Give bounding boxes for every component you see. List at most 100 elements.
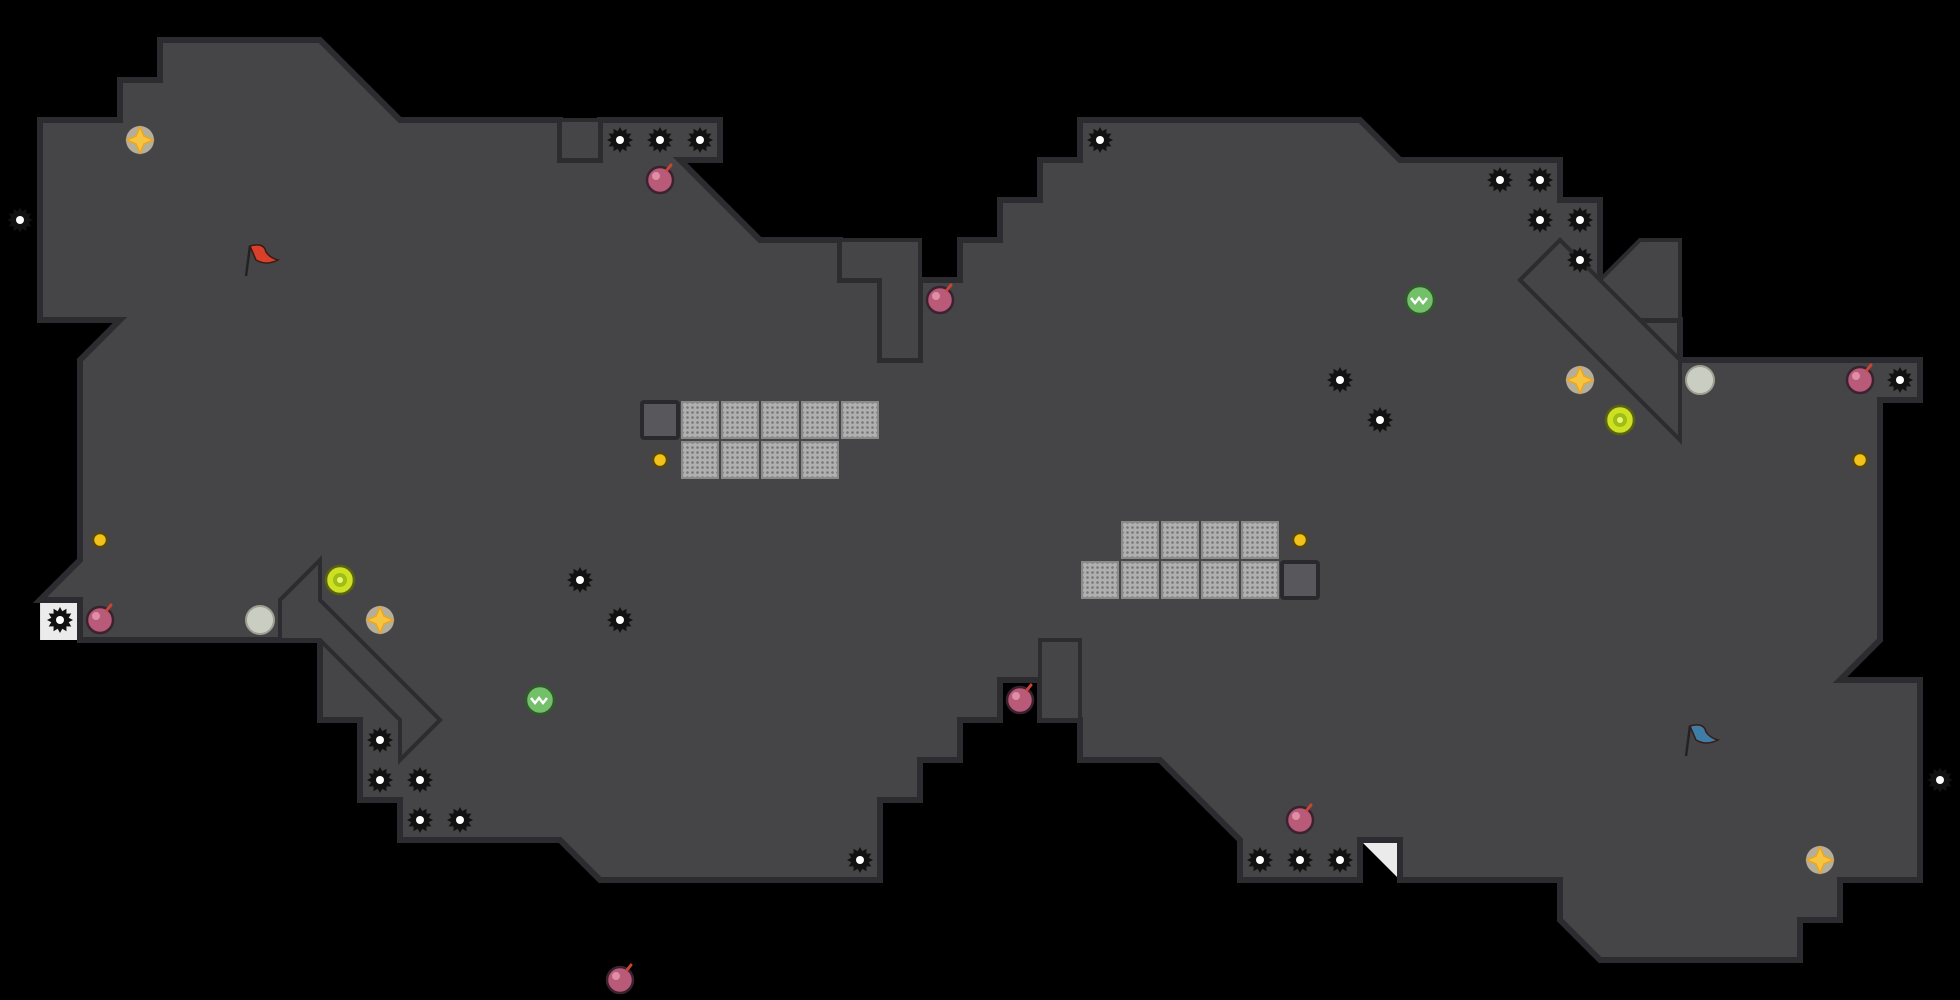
bomb-icon [925,283,955,315]
gate-block[interactable] [1280,560,1320,600]
bomb-shine [1852,372,1860,380]
bomb-shine [932,292,940,300]
spike-core [1096,136,1104,144]
sparkle-star [365,605,395,635]
coin-icon [91,531,109,549]
flag-pole [1684,725,1692,757]
flag-cloth [1688,724,1721,744]
coin-icon [651,451,669,469]
red-flag-icon[interactable] [244,244,281,277]
bomb-body [1845,365,1875,395]
gate-mesh-tile [1081,561,1119,599]
spike-core [456,816,464,824]
spike-icon [1247,847,1273,873]
shield-icon [524,684,556,716]
bomb-fuse [1025,683,1033,692]
spike-icon [1567,247,1593,273]
bomb-shine [1292,812,1300,820]
spike-core [1336,856,1344,864]
spike-core [416,776,424,784]
spike-icon [687,127,713,153]
gate-mesh-tile [761,441,799,479]
spike-icon [1327,847,1353,873]
gate-mesh-tile [761,401,799,439]
shield-zigzag [1410,295,1428,306]
spike-icon [7,207,33,233]
bomb-fuse [665,163,673,172]
inner-wall [558,118,602,162]
gate-mesh-tile [1241,521,1279,559]
spike-core [1536,176,1544,184]
bomb-fuse [1865,363,1873,372]
spike-icon [1287,847,1313,873]
spike-core [1336,376,1344,384]
spike-core [1376,416,1384,424]
gate-mesh-tile [1121,521,1159,559]
spike-core [1536,216,1544,224]
spike-icon [407,767,433,793]
sparkle-icon [365,605,395,635]
spike-icon [1367,407,1393,433]
blue-flag-icon[interactable] [1684,724,1721,757]
gate-mesh-layer [640,400,1320,600]
gate-mesh-tile [1121,561,1159,599]
inner-wall [838,238,922,362]
spike-core [376,776,384,784]
spike-core [1496,176,1504,184]
speed-dot [337,577,343,583]
spike-icon [1887,367,1913,393]
neutral-disc [1685,365,1715,395]
bomb-icon [1285,803,1315,835]
gate-block[interactable] [640,400,680,440]
gate-mesh-tile [1241,561,1279,599]
spike-core [1296,856,1304,864]
neutral-disc [245,605,275,635]
spike-icon [407,807,433,833]
bomb-body [645,165,675,195]
spike-icon [567,567,593,593]
coin-icon [1851,451,1869,469]
spike-core [376,736,384,744]
gate-mesh-tile [721,441,759,479]
spike-core [1256,856,1264,864]
gate-mesh-tile [801,441,839,479]
spike-core [1576,216,1584,224]
sparkle-icon [125,125,155,155]
gate-mesh-tile [801,401,839,439]
bomb-icon [1845,363,1875,395]
spike-icon [47,607,73,633]
inner-wall [1517,237,1682,445]
sparkle-icon [1565,365,1595,395]
gate-mesh-tile [681,441,719,479]
coin-icon [1291,531,1309,549]
walls-layer [32,37,1923,963]
gate-mesh-tile [1201,521,1239,559]
spike-core [696,136,704,144]
bomb-shine [1012,692,1020,700]
bomb-icon [605,963,635,995]
speed-boost-icon [1604,404,1636,436]
spike-core [616,616,624,624]
bomb-icon [85,603,115,635]
flag-pole [244,245,252,277]
spike-icon [1527,207,1553,233]
spike-icon [847,847,873,873]
spike-core [856,856,864,864]
shield-zigzag [530,695,548,706]
speed-dot [1617,417,1623,423]
sparkle-star [1805,845,1835,875]
spike-core [416,816,424,824]
spike-core [1896,376,1904,384]
gate-mesh-tile [681,401,719,439]
bomb-body [605,965,635,995]
spike-icon [447,807,473,833]
gate-mesh-tile [1161,561,1199,599]
bomb-icon [645,163,675,195]
bomb-fuse [105,603,113,612]
spike-core [576,576,584,584]
bomb-shine [92,612,100,620]
spike-core [56,616,64,624]
bomb-shine [612,972,620,980]
